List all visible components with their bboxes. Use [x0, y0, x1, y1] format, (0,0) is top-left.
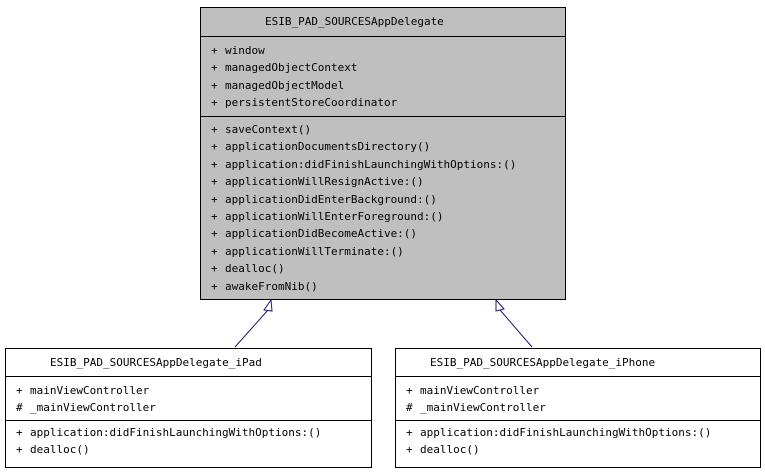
operations-section: +application:didFinishLaunchingWithOptio… — [6, 420, 371, 459]
class-box-appdelegate-iphone[interactable]: ESIB_PAD_SOURCESAppDelegate_iPhone +main… — [395, 348, 761, 468]
attributes-section: +window +managedObjectContext +managedOb… — [201, 36, 565, 116]
operation-row: +awakeFromNib() — [211, 279, 318, 293]
attribute-row: +window — [211, 44, 265, 57]
attribute-row: +mainViewController — [406, 384, 540, 397]
class-box-appdelegate[interactable]: ESIB_PAD_SOURCESAppDelegate +window +man… — [200, 7, 566, 300]
class-box-appdelegate-ipad[interactable]: ESIB_PAD_SOURCESAppDelegate_iPad +mainVi… — [5, 348, 372, 468]
operations-section: +application:didFinishLaunchingWithOptio… — [396, 420, 760, 459]
attribute-row: +mainViewController — [16, 384, 150, 397]
attribute-row: +persistentStoreCoordinator — [211, 96, 398, 110]
attributes-section: +mainViewController #_mainViewController — [396, 376, 760, 420]
attribute-row: +managedObjectModel — [211, 78, 345, 92]
operation-row: +applicationWillTerminate:() — [211, 244, 404, 258]
generalization-arrowhead-iphone — [495, 298, 505, 312]
operation-row: +applicationWillResignActive:() — [211, 175, 424, 189]
attribute-row: #_mainViewController — [406, 401, 546, 415]
operation-row: +applicationWillEnterForeground:() — [211, 209, 444, 223]
generalization-iphone — [495, 298, 533, 348]
operation-row: +dealloc() — [16, 443, 90, 457]
class-name-appdelegate-ipad: ESIB_PAD_SOURCESAppDelegate_iPad — [50, 356, 262, 369]
attributes-section: +mainViewController #_mainViewController — [6, 376, 371, 420]
class-name-appdelegate: ESIB_PAD_SOURCESAppDelegate — [265, 15, 444, 28]
generalization-arrowhead-ipad — [263, 298, 273, 312]
class-name-appdelegate-iphone: ESIB_PAD_SOURCESAppDelegate_iPhone — [430, 356, 656, 369]
attribute-row: +managedObjectContext — [211, 61, 358, 75]
operation-row: +applicationDidBecomeActive:() — [211, 227, 418, 241]
generalization-line-ipad — [234, 309, 269, 348]
attribute-row: #_mainViewController — [16, 401, 156, 415]
operation-row: +application:didFinishLaunchingWithOptio… — [211, 157, 517, 171]
operation-row: +application:didFinishLaunchingWithOptio… — [406, 426, 712, 439]
operations-section: +saveContext() +applicationDocumentsDire… — [201, 116, 565, 295]
operation-row: +application:didFinishLaunchingWithOptio… — [16, 426, 322, 439]
operation-row: +applicationDidEnterBackground:() — [211, 192, 437, 206]
operation-row: +dealloc() — [406, 443, 480, 457]
generalization-line-iphone — [499, 309, 533, 348]
operation-row: +dealloc() — [211, 262, 285, 276]
operation-row: +applicationDocumentsDirectory() — [211, 140, 431, 154]
operation-row: +saveContext() — [211, 123, 312, 136]
generalization-ipad — [234, 298, 273, 348]
